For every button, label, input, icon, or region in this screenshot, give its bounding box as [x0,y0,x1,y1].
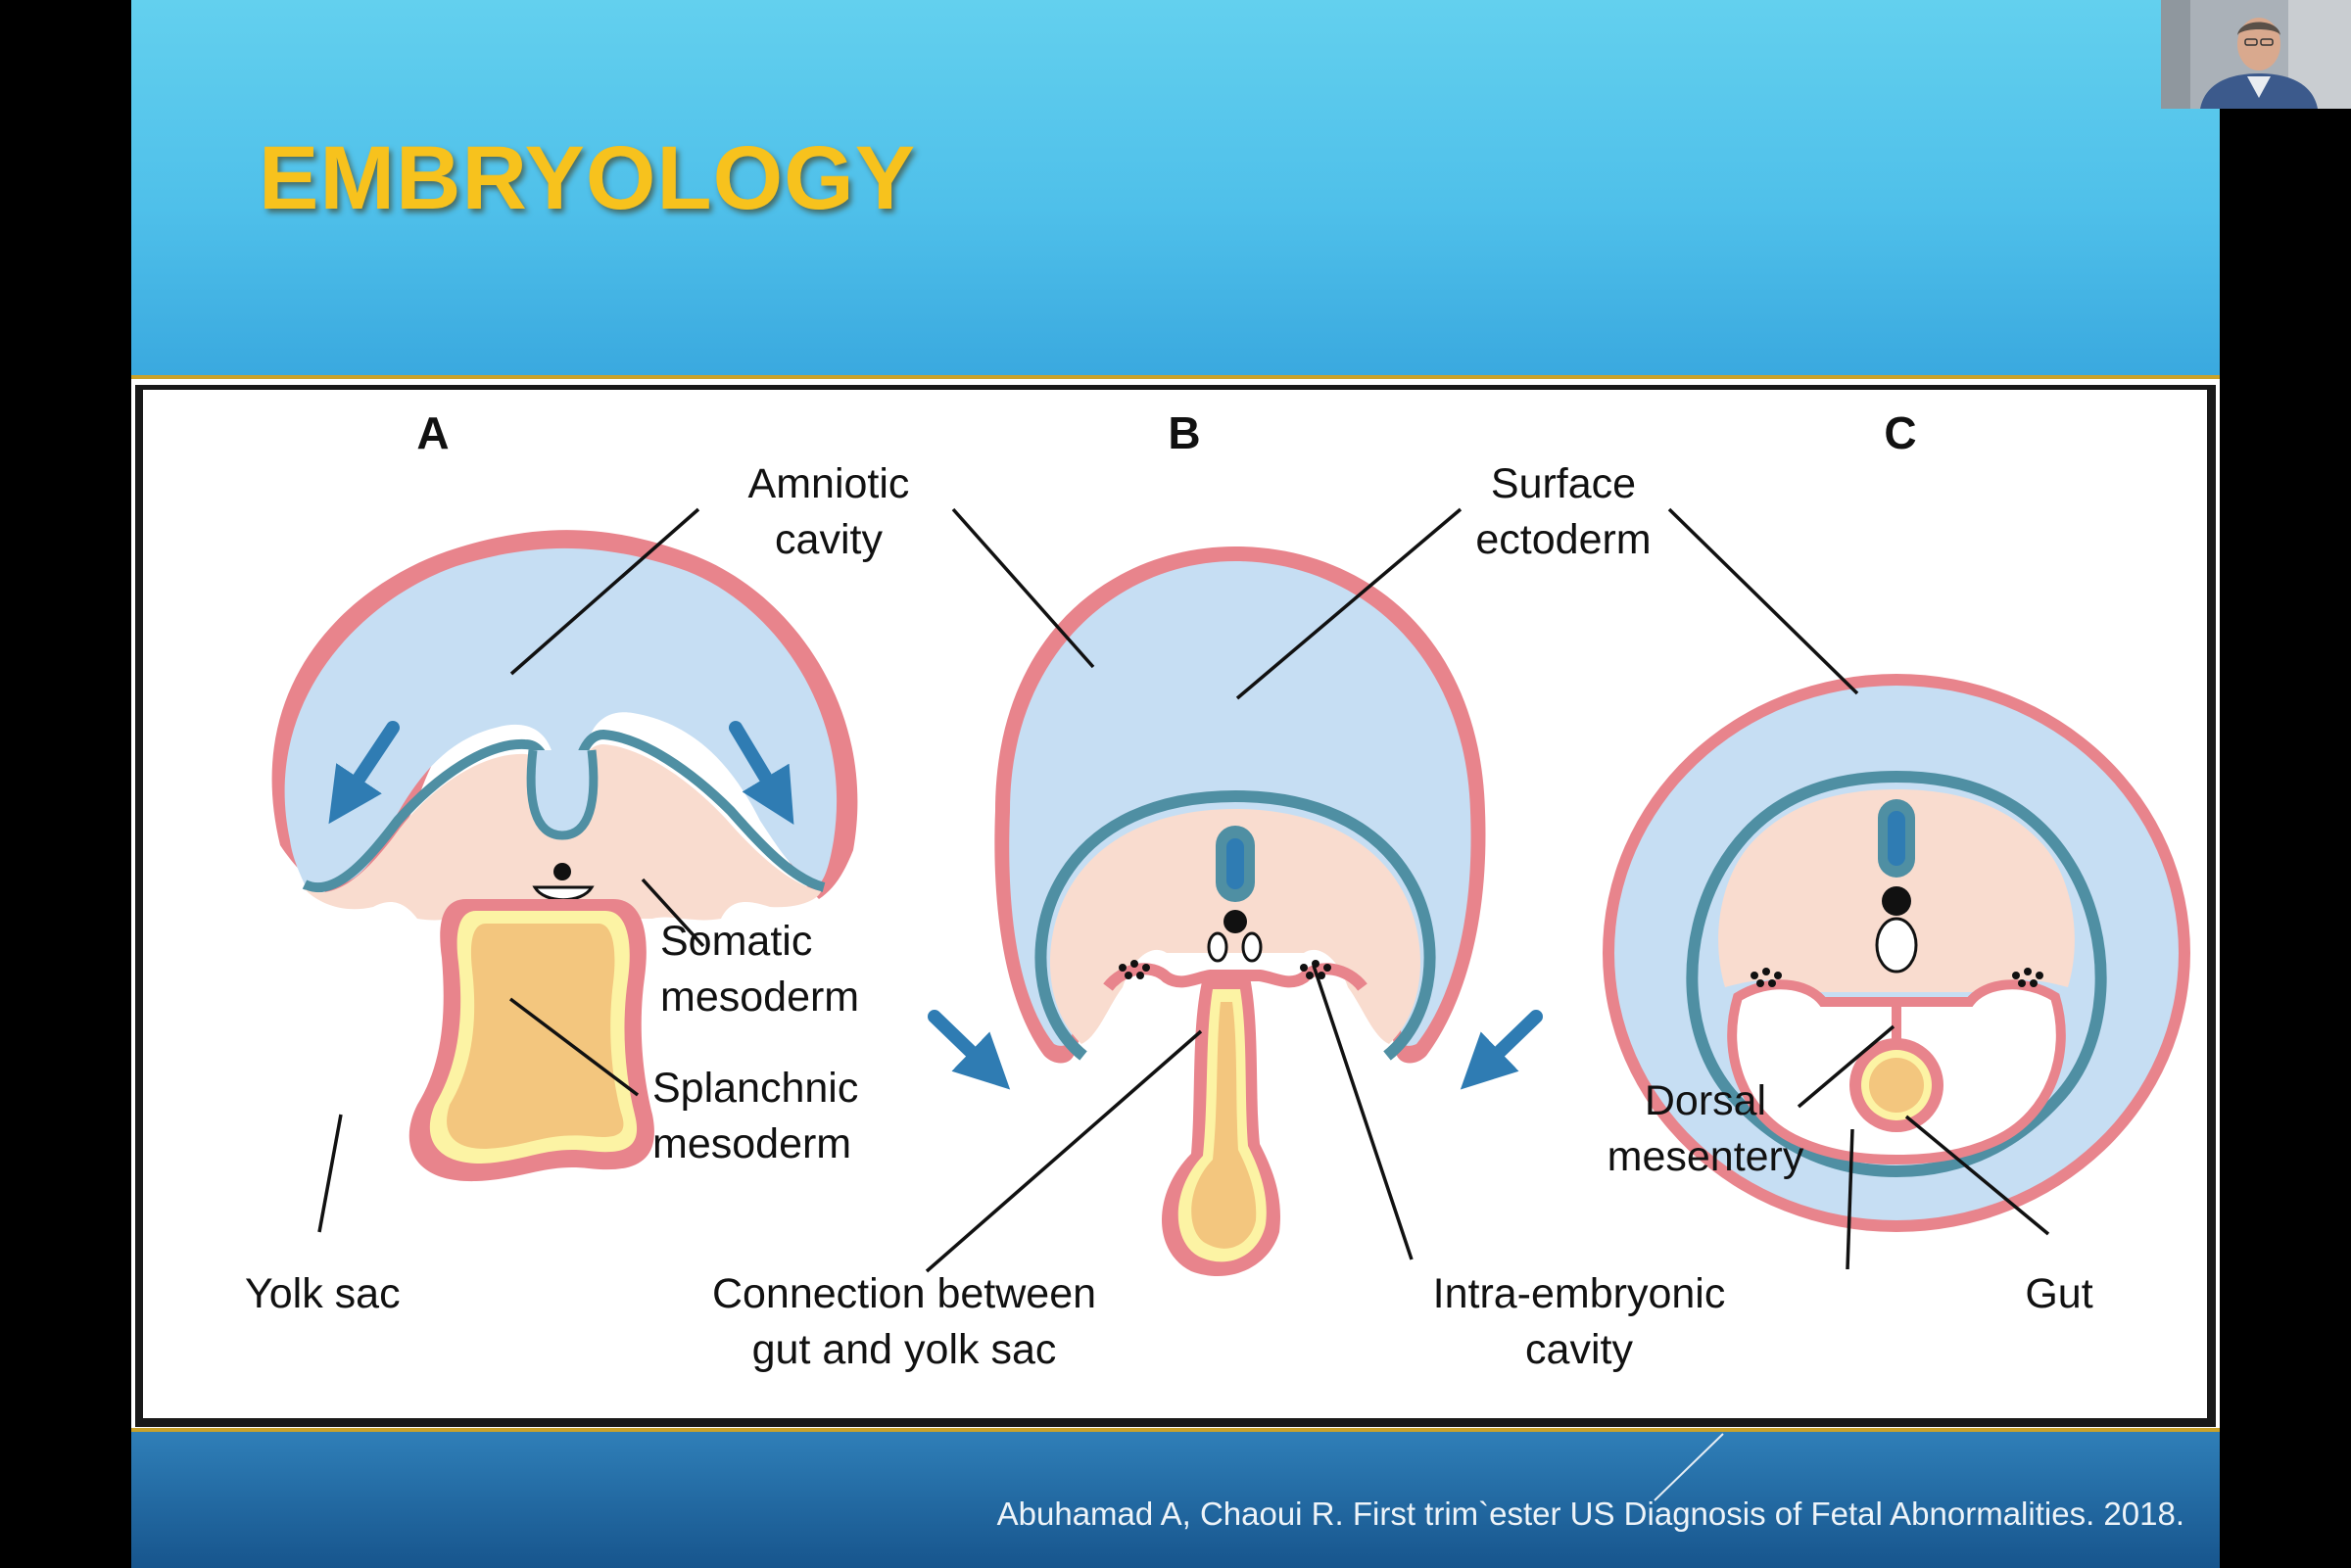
leader-gut [1904,1115,2050,1236]
panel-b-yolk-stalk [1191,1002,1257,1249]
label-splanchnic-line1: Splanchnic [652,1065,858,1112]
leader-somatic [641,878,705,948]
leader-intra-b [1312,965,1414,1260]
panel-b-ectoderm [1034,789,1436,1061]
label-amniotic-line2: cavity [775,516,883,563]
panel-b-arrow-left [928,1010,1011,1090]
label-gut: Gut [2025,1270,2092,1317]
slide: EMBRYOLOGY [131,0,2220,1568]
label-surface-line1: Surface [1491,460,1636,507]
panel-a-neural-groove [526,749,599,840]
leader-amniotic-b [951,507,1095,669]
figure-labels: A B C Amniotic cavity Surface ectoderm S… [245,407,2093,1373]
panel-b-arrow-right [1460,1010,1543,1090]
panel-a-amniotic-cavity [284,547,838,888]
leader-intra-c [1846,1128,1854,1270]
panel-a-notochord [553,863,571,880]
panel-b-neural-tube-lumen [1226,838,1244,889]
panel-b-label: B [1168,407,1200,458]
panel-b-aorta-right [1241,931,1263,963]
presenter-video-icon [2161,0,2351,109]
slide-header: EMBRYOLOGY [131,0,2220,375]
label-intra-line1: Intra-embryonic [1433,1270,1726,1317]
panel-a-arrow-left [328,721,400,825]
label-connection-line2: gut and yolk sac [752,1326,1057,1373]
panel-a-label: A [416,407,449,458]
label-dorsal-line1: Dorsal [1645,1077,1766,1124]
panel-b-aorta-left [1207,931,1228,963]
leader-amniotic-a [509,507,700,676]
slide-footer: Abuhamad A, Chaoui R. First trim`ester U… [131,1432,2220,1568]
header-divider [131,375,2220,379]
leader-yolk-sac [317,1114,343,1233]
leader-splanchnic [508,997,640,1097]
panel-c-notochord [1882,886,1911,916]
footer-divider [131,1428,2220,1432]
label-splanchnic-line2: mesoderm [652,1120,851,1167]
panel-c-label: C [1884,407,1916,458]
slide-title: EMBRYOLOGY [259,128,917,228]
panel-b-drawing [928,546,1543,1277]
label-yolk-sac: Yolk sac [245,1270,401,1317]
leader-surface-c [1667,507,1859,695]
panel-a-arrow-right [729,721,794,826]
label-amniotic-line1: Amniotic [748,460,910,507]
panel-c-neural-tube-lumen [1888,811,1905,866]
leader-dorsal-mesentery [1797,1024,1895,1109]
label-somatic-line1: Somatic [660,918,812,965]
label-dorsal-line2: mesentery [1607,1133,1804,1180]
citation: Abuhamad A, Chaoui R. First trim`ester U… [996,1496,2184,1532]
webcam-thumbnail[interactable] [2161,0,2351,109]
panel-c-gut [1869,1058,1924,1113]
panel-b-notochord [1223,910,1247,933]
figure-frame: A B C Amniotic cavity Surface ectoderm S… [135,385,2216,1427]
label-somatic-line2: mesoderm [660,974,859,1021]
leader-surface-b [1235,507,1463,700]
panel-c-drawing [1603,674,2190,1232]
label-intra-line2: cavity [1525,1326,1633,1373]
leader-connection [925,1029,1203,1273]
panel-c-dots [1751,968,2043,987]
panel-b-dots [1119,960,1331,979]
label-surface-line2: ectoderm [1475,516,1651,563]
footer-decoration [1654,1433,1724,1501]
panel-c-aorta [1875,917,1918,974]
leader-lines [317,507,2050,1273]
embryology-figure: A B C Amniotic cavity Surface ectoderm S… [143,390,2207,1418]
panel-a-drawing [271,530,858,1182]
label-connection-line1: Connection between [712,1270,1096,1317]
embryology-diagram: A B C Amniotic cavity Surface ectoderm S… [245,407,2190,1373]
panel-a-yolk-sac [447,924,624,1149]
